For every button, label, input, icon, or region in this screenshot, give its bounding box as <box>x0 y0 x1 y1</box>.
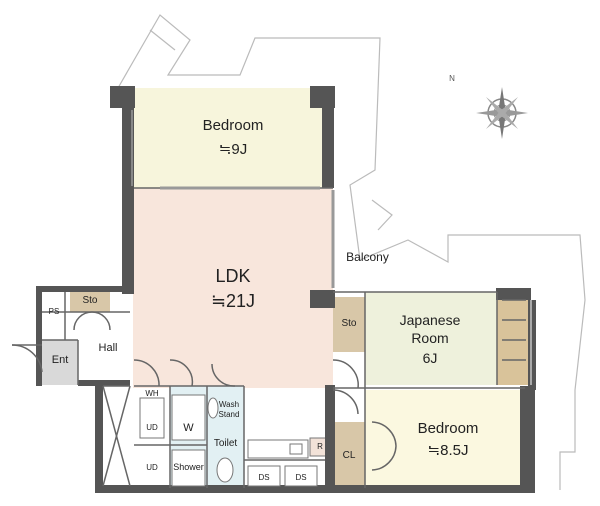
bedroom-bottom-fill <box>365 390 530 490</box>
wh-label: WH <box>145 389 159 398</box>
ldk-fill <box>133 188 333 388</box>
sto-hall-label: Sto <box>82 295 98 306</box>
ud-bottom-label: UD <box>146 463 158 472</box>
compass-north-label: N <box>449 74 455 83</box>
shower-label: Shower <box>173 462 204 472</box>
balcony-label: Balcony <box>346 250 389 264</box>
ds-right-label: DS <box>295 473 307 482</box>
sto-hall-fill <box>70 292 110 312</box>
closet-fill <box>333 422 365 488</box>
japanese-room-fill <box>365 292 497 385</box>
ldk-name: LDK <box>215 266 251 286</box>
walls <box>36 86 536 493</box>
balcony-outline <box>117 14 586 490</box>
japanese-room-size: 6J <box>422 350 438 366</box>
hall-label: Hall <box>98 342 118 354</box>
entrance-fill <box>42 340 78 385</box>
partitions <box>11 110 532 488</box>
sto-japanese-label: Sto <box>341 318 357 329</box>
bedroom-top-fill <box>133 88 333 188</box>
tatami-edge-fill <box>497 292 530 385</box>
washer-label: W <box>183 422 194 434</box>
ps-label: PS <box>48 307 60 316</box>
sto-japanese-fill <box>333 297 365 352</box>
ds-left-label: DS <box>258 473 270 482</box>
closet-label: CL <box>342 450 356 461</box>
fixtures <box>139 394 318 487</box>
compass-rose-icon <box>476 87 528 139</box>
entrance-label: Ent <box>51 354 69 366</box>
ud-left-label: UD <box>146 423 158 432</box>
bedroom-bottom-name: Bedroom <box>417 420 479 437</box>
ldk-size: ≒21J <box>210 291 256 311</box>
japanese-room-name: Japanese Room <box>399 312 461 346</box>
bedroom-top-name: Bedroom <box>202 117 264 134</box>
refrigerator-label: R <box>317 442 323 451</box>
bedroom-bottom-size: ≒8.5J <box>427 442 469 459</box>
toilet-label: Toilet <box>213 438 238 449</box>
bedroom-top-size: ≒9J <box>218 141 248 158</box>
wash-stand-label: Wash Stand <box>218 400 240 419</box>
